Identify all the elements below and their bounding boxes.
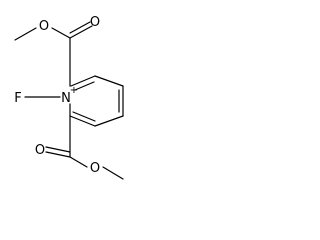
bond-lower-o-methyl xyxy=(102,166,124,180)
lower-ester-oxygen-label: O xyxy=(90,161,100,176)
bond-lower-c-o-single xyxy=(69,156,88,168)
ring-bond-c5-c6 xyxy=(69,115,96,127)
ring-bond-c5-c6-inner xyxy=(72,111,96,122)
chemical-structure: O O F N + O O xyxy=(14,15,124,180)
bond-lower-c-o-double-a xyxy=(45,151,71,158)
bond-group xyxy=(14,21,124,180)
bond-upper-c-o-single xyxy=(51,27,71,39)
bond-lower-c-o-double-b xyxy=(45,146,71,153)
ring-bond-n-c2-inner xyxy=(74,81,95,91)
nitrogen-label: N xyxy=(61,91,71,106)
bond-upper-o-methyl xyxy=(14,27,37,41)
ring-bond-c2-c3 xyxy=(94,75,124,87)
ring-bond-n-c2 xyxy=(70,75,96,87)
lower-carbonyl-oxygen-label: O xyxy=(35,143,45,158)
nitrogen-charge-label: + xyxy=(70,85,78,96)
upper-carbonyl-oxygen-label: O xyxy=(90,15,100,30)
structure-canvas: O O F N + O O xyxy=(0,0,147,225)
fluorine-label: F xyxy=(14,91,21,106)
ring-bond-c4-c5 xyxy=(94,115,124,127)
bond-upper-c-o-double-b xyxy=(69,21,91,34)
bond-upper-c-o-double-a xyxy=(69,25,93,39)
upper-ester-oxygen-label: O xyxy=(39,19,49,34)
